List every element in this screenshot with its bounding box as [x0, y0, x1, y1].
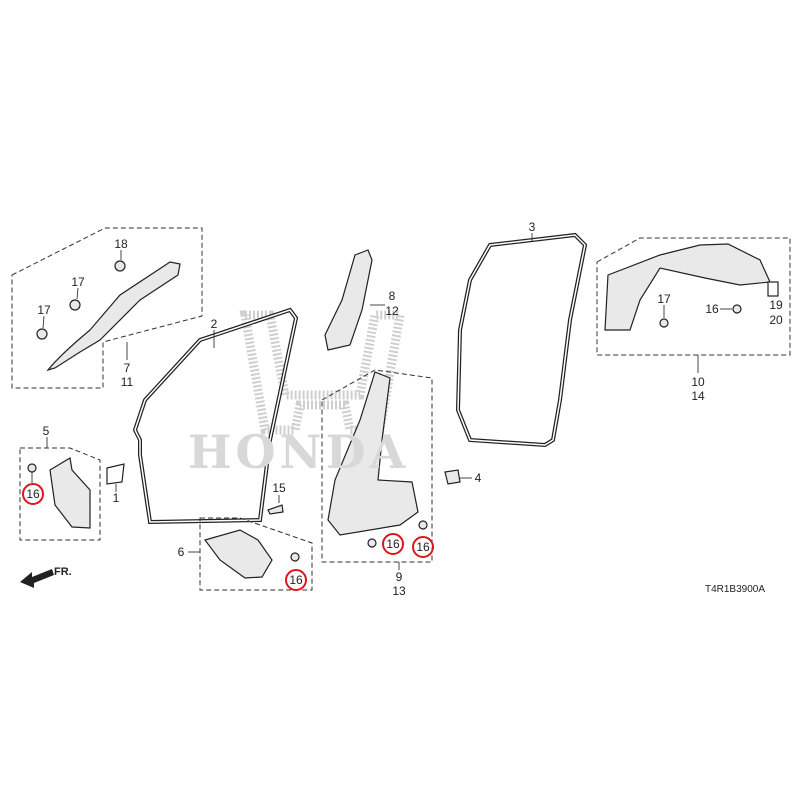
front-label: FR. [54, 566, 72, 578]
callout-13: 13 [392, 584, 406, 598]
callout-8: 8 [389, 289, 396, 303]
nut-16 [732, 304, 742, 314]
callout-16: 16 [386, 537, 400, 551]
highlight-circle [285, 569, 307, 591]
clip-17 [69, 299, 81, 311]
callout-17: 17 [37, 303, 51, 317]
rear-pillar-garnish [604, 243, 771, 331]
clip-4 [444, 469, 461, 485]
highlight-circle [22, 483, 44, 505]
pillar-trim-group-box [11, 227, 203, 389]
seal-label [106, 463, 125, 485]
nut-16 [367, 538, 377, 548]
callout-17: 17 [71, 275, 85, 289]
callout-7: 7 [124, 361, 131, 375]
highlight-circle [412, 536, 434, 558]
callout-12: 12 [385, 304, 399, 318]
callout-1: 1 [113, 491, 120, 505]
diagram-code: T4R1B3900A [705, 584, 765, 595]
center-pillar-lower-garnish [327, 371, 419, 536]
nut-16 [27, 463, 37, 473]
front-pillar-garnish [46, 261, 181, 372]
callout-16: 16 [416, 540, 430, 554]
callout-11: 11 [121, 375, 134, 389]
rear-pillar-group-box [596, 237, 791, 356]
callout-9: 9 [396, 570, 403, 584]
callout-10: 10 [691, 375, 705, 389]
clip-18 [114, 260, 126, 272]
screw-15 [267, 504, 284, 515]
clip-17 [36, 328, 48, 340]
callout-20: 20 [769, 313, 783, 327]
callout-19: 19 [769, 298, 783, 312]
highlight-circle [382, 533, 404, 555]
watermark-text: HONDA [188, 425, 409, 479]
callout-15: 15 [272, 481, 286, 495]
callout-5: 5 [43, 424, 50, 438]
center-pillar-lower-group-box [321, 369, 433, 563]
kick-panel-group-box [19, 447, 101, 541]
callout-14: 14 [691, 389, 705, 403]
nut-16 [290, 552, 300, 562]
callout-18: 18 [114, 237, 128, 251]
callout-6: 6 [178, 545, 185, 559]
callout-16: 16 [289, 573, 303, 587]
front-direction-arrow: FR. [20, 566, 72, 588]
center-pillar-upper-garnish [324, 249, 373, 351]
callout-4: 4 [475, 471, 482, 485]
nut-16 [418, 520, 428, 530]
callout-17: 17 [657, 292, 671, 306]
callout-16: 16 [705, 302, 719, 316]
front-kick-panel [49, 457, 91, 529]
front-side-sill-bracket [203, 529, 273, 579]
clip-17 [659, 318, 669, 328]
callout-16: 16 [26, 487, 40, 501]
cap-19-20 [767, 281, 779, 297]
trim-group-box [199, 517, 313, 591]
callout-3: 3 [529, 220, 536, 234]
callout-2: 2 [211, 317, 218, 331]
